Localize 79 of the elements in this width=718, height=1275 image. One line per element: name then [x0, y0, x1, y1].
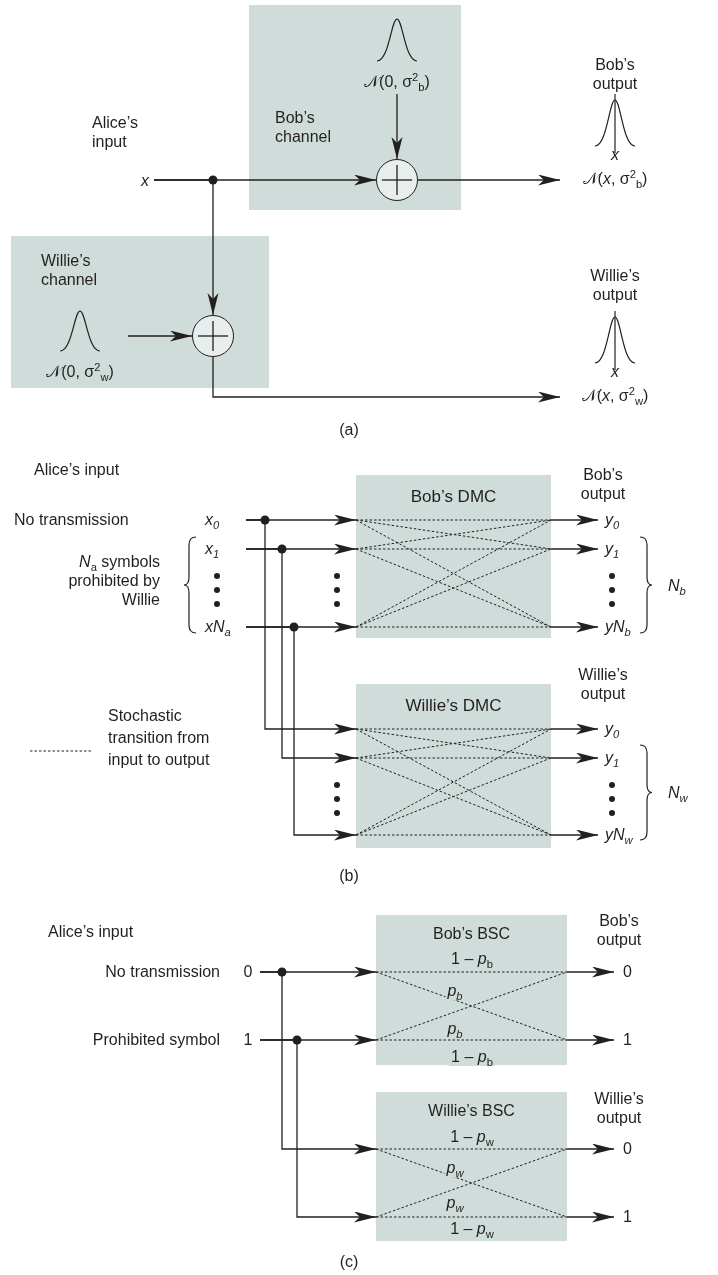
probability-label: 1 – p$_{b}$ — [449, 1047, 495, 1066]
arrow — [550, 723, 599, 735]
caption-label: Alice’s input — [92, 113, 139, 151]
symbol-label: 0 — [242, 962, 254, 981]
arrow — [550, 621, 599, 633]
arrow — [259, 971, 377, 1155]
arrow — [153, 179, 219, 316]
symbol-label: 1 — [623, 1207, 633, 1226]
arrow — [566, 1143, 615, 1155]
symbol-label: x$_{1}$ — [205, 539, 221, 558]
panel-label: (c) — [339, 1252, 359, 1271]
arrow — [566, 1034, 615, 1046]
arrow — [259, 1039, 377, 1223]
symbol-label: x$_{0}$ — [205, 510, 221, 529]
arrow — [566, 1211, 615, 1223]
caption-label: Willie’s output — [577, 665, 629, 703]
symbol-label: y$_{1}$ — [605, 539, 621, 558]
arrow — [245, 548, 357, 764]
symbol-label: yN$_{w}$ — [605, 825, 634, 844]
bsc-box — [376, 915, 567, 1065]
symbol-label: 0 — [623, 962, 633, 981]
panel-label: (a) — [339, 420, 359, 439]
distribution-label: 𝒩(x, σ$^{2}$$_{b}$) — [581, 169, 649, 188]
symbol-label: 1 — [242, 1030, 254, 1049]
mean-label: x — [609, 362, 620, 381]
box-title: Willie’s BSC — [427, 1101, 516, 1120]
arrow — [245, 519, 357, 735]
caption-label: Alice’s input — [48, 922, 134, 941]
bsc-box — [376, 1092, 567, 1241]
caption-label: Alice’s input — [34, 460, 120, 479]
count-label: N$_{w}$ — [668, 783, 688, 802]
row-label: No transmission — [14, 510, 129, 529]
symbol-label: y$_{0}$ — [605, 510, 621, 529]
symbol-label: x — [139, 171, 150, 190]
output-title: Bob’s output — [591, 55, 639, 93]
caption-label: Willie’s output — [593, 1089, 645, 1127]
arrow — [550, 514, 599, 526]
symbol-label: y$_{1}$ — [605, 748, 621, 767]
noise-label: 𝒩(0, σ$^{2}$$_{b}$) — [363, 72, 431, 91]
caption-label: Bob’s output — [579, 465, 627, 503]
box-title: Bob’s DMC — [409, 487, 498, 506]
arrow — [566, 966, 615, 978]
probability-label: 1 – p$_{b}$ — [449, 949, 495, 968]
box-title: Bob’s BSC — [431, 924, 512, 943]
arrow — [245, 626, 357, 841]
adder-circle — [192, 315, 234, 357]
brace-label: N$_{a}$ symbols prohibited by Willie — [68, 552, 160, 609]
mean-label: x — [609, 145, 620, 164]
row-label: No transmission — [104, 962, 220, 981]
probability-label: 1 – p$_{w}$ — [448, 1219, 496, 1238]
arrow — [550, 752, 599, 764]
row-label: Prohibited symbol — [91, 1030, 220, 1049]
noise-label: 𝒩(0, σ$^{2}$$_{w}$) — [45, 362, 115, 381]
dmc-box — [356, 475, 551, 638]
output-title: Willie’s output — [589, 266, 641, 304]
arrow — [212, 356, 561, 403]
distribution-label: 𝒩(x, σ$^{2}$$_{w}$) — [580, 386, 650, 405]
dmc-box — [356, 684, 551, 848]
box-title: Bob’s channel — [275, 108, 333, 146]
panel-label: (b) — [339, 866, 359, 885]
box-title: Willie’s channel — [41, 251, 99, 289]
symbol-label: y$_{0}$ — [605, 719, 621, 738]
arrow — [417, 174, 561, 186]
channel-box — [249, 5, 461, 210]
symbol-label: xN$_{a}$ — [205, 617, 232, 636]
arrow — [391, 93, 403, 160]
symbol-label: 0 — [623, 1139, 633, 1158]
symbol-label: yN$_{b}$ — [605, 617, 632, 636]
arrow — [550, 543, 599, 555]
legend-label: Stochastic transition from input to output — [108, 706, 211, 770]
arrow — [550, 829, 599, 841]
count-label: N$_{b}$ — [668, 576, 686, 595]
arrow — [127, 330, 193, 342]
symbol-label: 1 — [623, 1030, 633, 1049]
box-title: Willie’s DMC — [404, 696, 503, 715]
channel-box — [11, 236, 269, 388]
caption-label: Bob’s output — [595, 911, 643, 949]
probability-label: 1 – p$_{w}$ — [448, 1127, 496, 1146]
adder-circle — [376, 159, 418, 201]
